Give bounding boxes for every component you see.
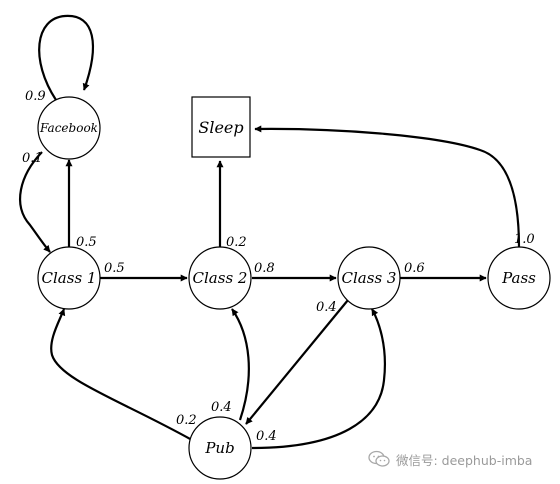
node-class1 [37,246,101,310]
node-facebook [37,96,101,160]
edge-label-class3-to-pub: 0.4 [316,300,337,315]
node-pass-label: Pass [501,269,536,287]
edge-label-class3-to-pass: 0.6 [404,261,425,276]
edge-label-class1-to-class2: 0.5 [104,261,125,276]
edge-label-class2-to-sleep: 0.2 [226,235,247,250]
node-pub [188,416,252,480]
edge-pub-to-class3 [251,308,386,450]
node-pub-label: Pub [204,439,234,457]
node-class3 [337,246,401,310]
edge-facebook-to-class1 [19,151,51,253]
node-class3-label: Class 3 [342,269,397,287]
node-pass [487,246,551,310]
edge-pub-to-class2 [231,308,250,421]
node-class2 [188,246,252,310]
node-class2-label: Class 2 [193,269,248,287]
node-sleep [191,96,251,158]
watermark: 微信号: deephub-imba [368,448,558,470]
edge-label-facebook-to-class1: 0.1 [22,151,43,166]
wechat-icon [368,450,390,467]
edge-pass-to-sleep [254,125,521,248]
watermark-text: 微信号: deephub-imba [396,452,533,468]
edge-label-pub-to-class1: 0.2 [176,413,197,428]
edge-label-class1-to-facebook: 0.5 [76,235,97,250]
node-class1-label: Class 1 [42,269,97,287]
edge-class3-to-pub [245,299,349,425]
edge-label-class2-to-class3: 0.8 [254,261,275,276]
node-facebook-label: Facebook [39,121,98,135]
edge-label-pass-to-sleep: 1.0 [514,232,535,247]
edge-facebook-self [38,14,95,101]
node-sleep-label: Sleep [198,118,243,137]
edge-pub-to-class1 [50,308,193,441]
edge-label-pub-to-class2: 0.4 [211,400,232,415]
edge-label-facebook-self: 0.9 [25,89,46,104]
edge-label-pub-to-class3: 0.4 [256,429,277,444]
